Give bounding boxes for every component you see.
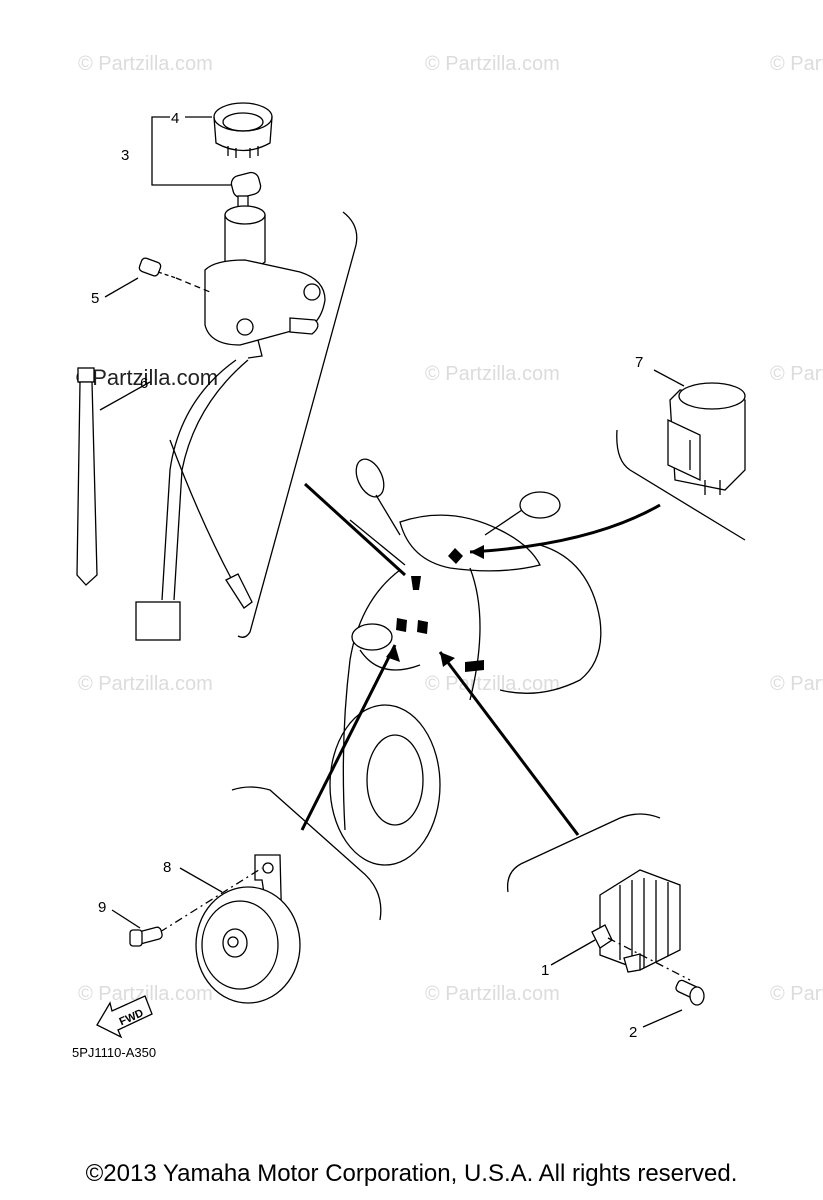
watermark: © Partzilla.com bbox=[425, 53, 560, 75]
part-7-relay bbox=[667, 382, 746, 495]
watermark: © Partzilla.com bbox=[770, 673, 823, 695]
arrowhead bbox=[470, 545, 484, 559]
callout-bracket-3 bbox=[151, 116, 232, 186]
group-boundary-regulator bbox=[506, 813, 661, 893]
connector-mark bbox=[465, 660, 484, 672]
callout-number: 6 bbox=[140, 375, 148, 392]
watermark: © Partzilla.com bbox=[78, 983, 213, 1005]
scooter-outline bbox=[329, 458, 602, 866]
connector-mark bbox=[417, 620, 428, 634]
part-2-screw bbox=[675, 979, 705, 1006]
watermark: © Partzilla.com bbox=[78, 673, 213, 695]
watermark-highlighted: ©Partzilla.com bbox=[76, 365, 218, 390]
callout-number: 9 bbox=[98, 899, 106, 916]
callout-number: 7 bbox=[635, 354, 643, 371]
callout-number: 5 bbox=[91, 290, 99, 307]
part-8-horn bbox=[159, 854, 301, 1004]
leader-horn-to-scooter bbox=[300, 644, 397, 831]
watermark: © Partzilla.com bbox=[78, 53, 213, 75]
arrowhead bbox=[386, 645, 400, 662]
ignition-key bbox=[230, 171, 262, 213]
main-switch-body bbox=[204, 205, 326, 359]
callout-number: 3 bbox=[121, 147, 129, 164]
callout-number: 1 bbox=[541, 962, 549, 979]
fwd-arrow-icon: FWD bbox=[96, 995, 153, 1039]
callout-number: 4 bbox=[171, 110, 179, 127]
diagram-code: 5PJ1110-A350 bbox=[72, 1045, 156, 1060]
leader-relay-to-scooter bbox=[469, 503, 661, 554]
watermark: © Partzilla.com bbox=[425, 673, 560, 695]
group-boundary-relay bbox=[616, 429, 746, 541]
group-boundary-horn bbox=[231, 786, 382, 921]
part-9-bolt bbox=[129, 926, 163, 947]
switch-wiring-harness bbox=[135, 359, 253, 641]
arrowhead bbox=[440, 652, 455, 667]
part-6-cable-tie bbox=[76, 367, 98, 586]
leader-switch-to-scooter bbox=[303, 482, 407, 577]
watermark: © Partzilla.com bbox=[770, 363, 823, 385]
part-5-screw bbox=[138, 257, 211, 293]
connector-mark bbox=[448, 548, 463, 564]
watermark: © Partzilla.com bbox=[770, 53, 823, 75]
watermark: © Partzilla.com bbox=[770, 983, 823, 1005]
exploded-parts-diagram: © Partzilla.com © Partzilla.com © Partzi… bbox=[72, 53, 823, 1060]
part-1-rectifier-regulator bbox=[591, 869, 691, 981]
leader-regulator-to-scooter bbox=[438, 651, 580, 836]
watermark: © Partzilla.com bbox=[425, 983, 560, 1005]
callout-number: 2 bbox=[629, 1024, 637, 1041]
group-boundary-switch bbox=[237, 211, 358, 638]
callout-leaders bbox=[99, 116, 685, 1028]
callout-number: 8 bbox=[163, 859, 171, 876]
watermark: © Partzilla.com bbox=[425, 363, 560, 385]
part-4-key-ring bbox=[213, 102, 273, 158]
watermark-group: © Partzilla.com © Partzilla.com © Partzi… bbox=[76, 53, 823, 1005]
copyright-notice: ©2013 Yamaha Motor Corporation, U.S.A. A… bbox=[85, 1160, 738, 1187]
connector-mark bbox=[396, 618, 407, 632]
connector-mark bbox=[411, 576, 421, 590]
